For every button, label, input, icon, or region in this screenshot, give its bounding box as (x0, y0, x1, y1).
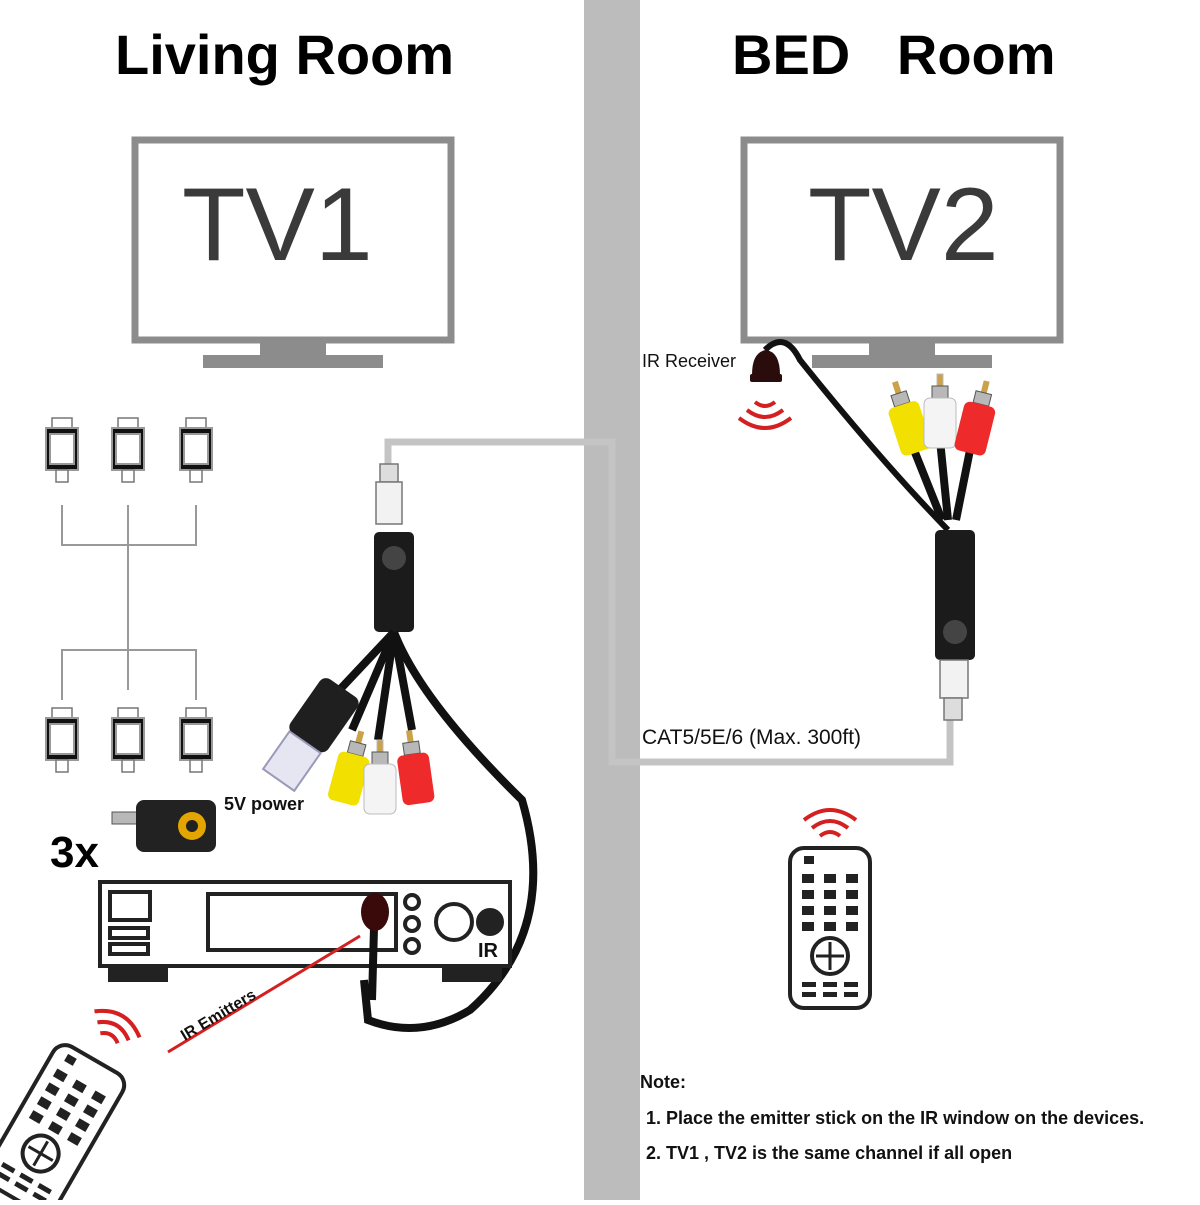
tv2-label: TV2 (808, 167, 999, 283)
right-balun-icon (902, 428, 978, 721)
av-receiver-icon (98, 880, 512, 982)
multiplier-label: 3x (50, 828, 99, 877)
rca-splitter-icon (45, 417, 213, 773)
usb-plug-icon (261, 678, 359, 793)
ir-emitter-icon (167, 893, 389, 1054)
left-rca-plugs (326, 726, 436, 815)
note-heading: Note: (640, 1072, 686, 1092)
rca-coupler-icon (111, 800, 216, 852)
ir-receiver-label: IR Receiver (642, 351, 737, 371)
five-v-power-label: 5V power (224, 794, 305, 814)
ir-signal-right-icon (802, 808, 858, 838)
cat5-cable (384, 438, 954, 766)
cable-label: CAT5/5E/6 (Max. 300ft) (642, 726, 862, 749)
ir-signal-left-icon (84, 1000, 147, 1054)
tv1-label: TV1 (182, 167, 373, 283)
remote-control-left-icon (0, 1038, 132, 1205)
living-room-title: Living Room (115, 23, 455, 86)
remote-control-right-icon (788, 846, 872, 1010)
ir-signal-receiver-icon (737, 400, 793, 430)
right-rca-plugs (879, 373, 1003, 458)
left-balun-icon (327, 463, 538, 1032)
ir-port-label: IR (478, 940, 498, 962)
note-item-2: 2. TV1 , TV2 is the same channel if all … (646, 1143, 1013, 1163)
tv1-icon (131, 136, 455, 368)
tv2-icon (740, 136, 1064, 368)
ir-receiver-icon (750, 339, 951, 533)
note-item-1: 1. Place the emitter stick on the IR win… (646, 1108, 1145, 1128)
bed-room-title: BED Room (732, 23, 1056, 86)
